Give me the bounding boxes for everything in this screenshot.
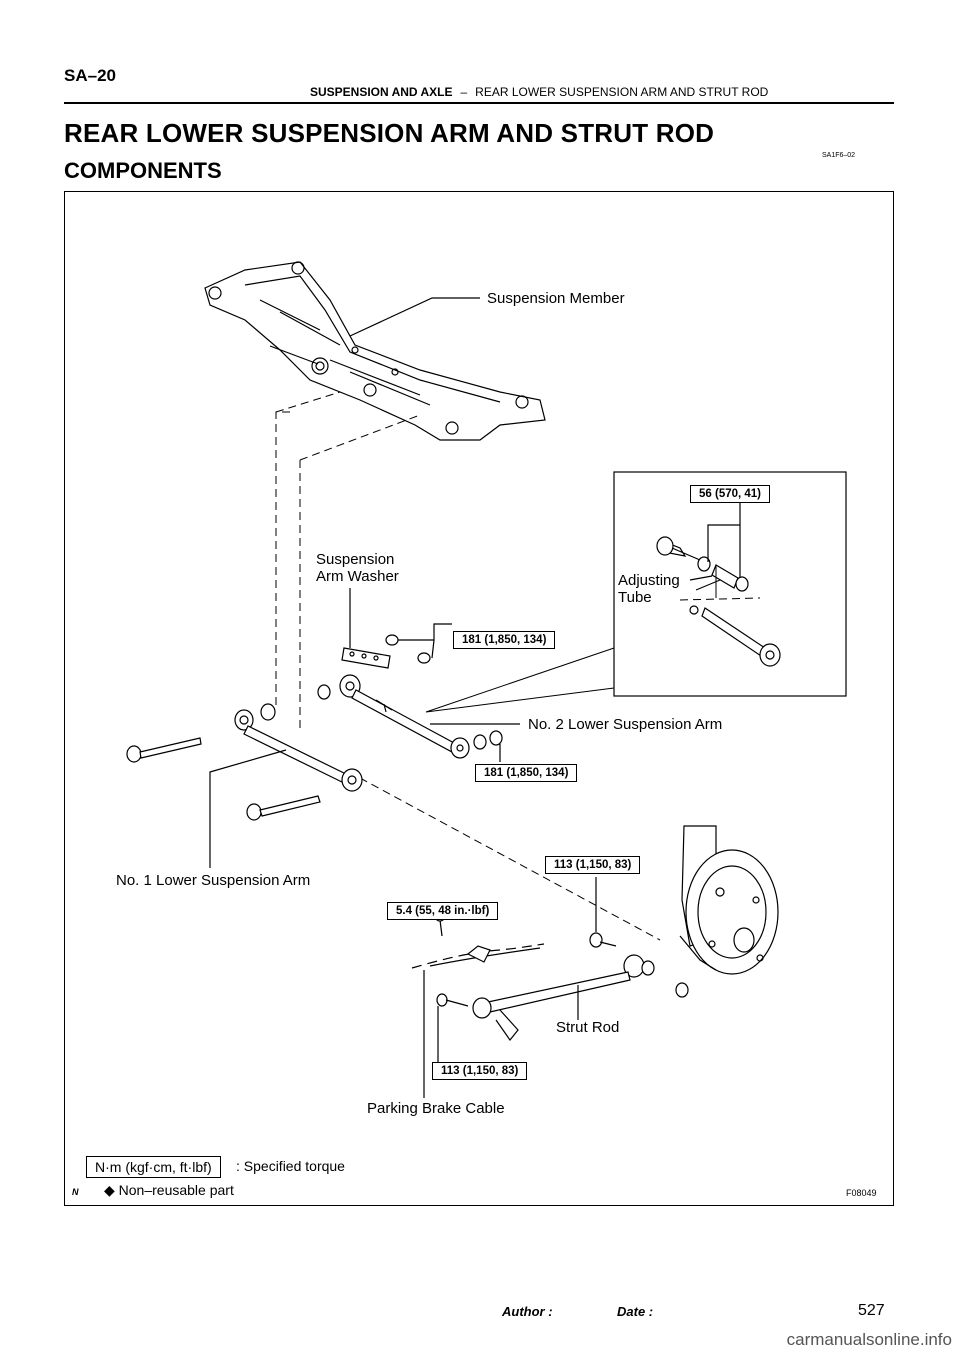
label-suspension-arm-washer-1: Suspension xyxy=(316,551,395,568)
label-parking-brake-cable: Parking Brake Cable xyxy=(367,1100,505,1117)
page-number: 527 xyxy=(858,1302,885,1319)
no2-lower-suspension-arm-drawing xyxy=(317,674,503,759)
section-name: SUSPENSION AND AXLE xyxy=(310,85,453,99)
torque-strut-rod-rear: 113 (1,150, 83) xyxy=(545,856,641,874)
label-adjusting-tube-2: Tube xyxy=(618,589,652,606)
label-suspension-member: Suspension Member xyxy=(487,290,625,307)
torque-washer-bolt: 181 (1,850, 134) xyxy=(453,631,556,649)
torque-adjusting-tube: 56 (570, 41) xyxy=(690,485,771,503)
label-no1-lower-suspension-arm: No. 1 Lower Suspension Arm xyxy=(116,872,311,889)
section-separator: – xyxy=(460,85,468,99)
doc-code: SA1F6–02 xyxy=(822,152,856,159)
footer-author-label: Author : xyxy=(502,1304,553,1319)
watermark: carmanualsonline.info xyxy=(786,1330,952,1349)
label-strut-rod: Strut Rod xyxy=(556,1019,620,1036)
footer-date-label: Date : xyxy=(617,1304,654,1319)
subsection-name: REAR LOWER SUSPENSION ARM AND STRUT ROD xyxy=(475,85,769,99)
legend-non-reusable: ◆ Non–reusable part xyxy=(104,1182,234,1198)
label-suspension-arm-washer-2: Arm Washer xyxy=(316,568,399,585)
suspension-arm-washer-drawing xyxy=(341,634,431,669)
strut-rod-drawing xyxy=(436,932,689,1042)
torque-no2-arm-nut: 181 (1,850, 134) xyxy=(475,764,578,782)
page-subtitle: COMPONENTS xyxy=(64,158,222,183)
torque-strut-rod-front: 113 (1,150, 83) xyxy=(432,1062,528,1080)
parking-brake-cable-drawing xyxy=(411,914,545,969)
suspension-member-drawing xyxy=(204,261,546,441)
torque-cable-clamp: 5.4 (55, 48 in.·lbf) xyxy=(387,902,499,920)
section-heading: SUSPENSION AND AXLE–REAR LOWER SUSPENSIO… xyxy=(310,85,768,99)
section-code: SA–20 xyxy=(64,66,116,85)
no1-lower-suspension-arm-drawing xyxy=(126,703,363,821)
legend-torque-unit: N·m (kgf·cm, ft·lbf) xyxy=(86,1156,221,1178)
header-rule xyxy=(64,102,894,104)
label-adjusting-tube-1: Adjusting xyxy=(618,572,680,589)
adjusting-tube-drawing xyxy=(656,536,781,667)
axle-carrier-drawing xyxy=(679,825,779,975)
non-reusable-mark: N xyxy=(72,1187,79,1197)
label-no2-lower-suspension-arm: No. 2 Lower Suspension Arm xyxy=(528,716,723,733)
page-title: REAR LOWER SUSPENSION ARM AND STRUT ROD xyxy=(64,118,715,148)
legend-torque-text: : Specified torque xyxy=(236,1158,345,1174)
figure-frame xyxy=(64,191,894,1206)
figure-id: F08049 xyxy=(846,1188,877,1198)
